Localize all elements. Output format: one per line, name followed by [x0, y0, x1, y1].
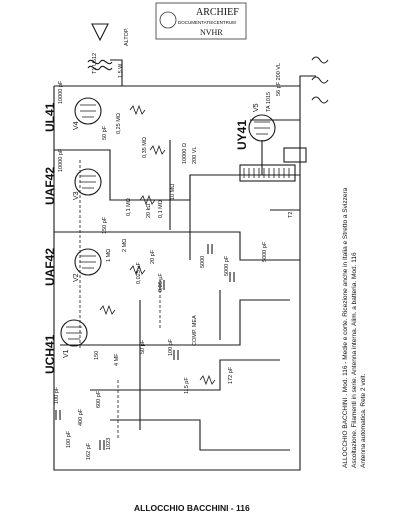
label-c150pf: 150 pF — [102, 216, 108, 234]
label-r2m: 2 MΩ — [122, 239, 128, 252]
tube-label-y41: UY41 — [235, 120, 249, 150]
stamp-subtitle: DOCUMENTATIECENTRUM — [178, 20, 236, 25]
tube-ref-v4: V4 — [73, 121, 80, 130]
label-c50pf2: 50 pF — [140, 339, 146, 354]
side-caption-line3: Antenna automatica. Rete 2 volt. — [360, 373, 367, 468]
label-altop: ALTOP. — [124, 27, 130, 46]
label-c10000r: 10000 Ω — [182, 143, 188, 164]
stamp-title: ARCHIEF — [196, 7, 239, 18]
label-v172: 172 pF — [228, 366, 234, 384]
label-c600pf: 600 pF — [96, 390, 102, 408]
tube-label-af42b: UAF42 — [43, 167, 57, 205]
tube-label-ch41: UCH41 — [43, 334, 57, 374]
wiring — [53, 59, 316, 471]
tube-label-l41: UL41 — [43, 102, 57, 132]
stamp-org: NVHR — [200, 28, 223, 37]
tube-ref-v1: V1 — [63, 349, 70, 358]
tube-v5 — [248, 114, 276, 142]
tube-v2 — [74, 248, 102, 276]
label-c5000a: 5000 pF — [224, 255, 230, 276]
label-r10m: 10 MΩ — [170, 184, 176, 200]
capacitors — [55, 244, 235, 450]
label-c10000-mid: 10000 pF — [58, 148, 64, 172]
label-r20k: 20 kΩ — [146, 203, 152, 218]
archive-stamp: ARCHIEF DOCUMENTATIECENTRUM NVHR — [155, 2, 247, 40]
label-r1m: 1 MΩ — [106, 249, 112, 262]
power-transformer-t2 — [239, 147, 307, 182]
label-v200a: 200 VL — [192, 147, 198, 164]
label-c100pf-c: 100 pF — [168, 338, 174, 356]
output-transformer-t1 — [87, 23, 113, 71]
label-t2: T2 — [288, 212, 294, 218]
footer-caption: ALLOCCHIO BACCHINI - 116 — [134, 503, 250, 513]
label-r150: 150 — [94, 351, 100, 360]
label-r4mf: 4 MF — [114, 353, 120, 366]
tube-ref-v2: V2 — [73, 273, 80, 282]
label-c100pf-a: 100 pF — [54, 386, 60, 404]
mains-symbols — [311, 56, 329, 104]
label-ta: TA 1015 — [266, 92, 272, 112]
label-c5000b: 5000 pF — [262, 241, 268, 262]
tube-v1 — [60, 319, 88, 347]
label-r035: 0,35 MΩ — [142, 137, 148, 158]
side-caption: ALLOCCHIO BACCHINI . Mod. 116 - Medie e … — [342, 187, 367, 468]
component-labels: T1 U512 ALTOP. 10000 pF 1,5 W 10000 pF 5… — [54, 27, 294, 460]
label-r025: 0,25 MΩ — [116, 113, 122, 134]
label-c1023: 1023 — [106, 438, 112, 450]
label-w15: 1,5 W — [118, 63, 124, 78]
label-c5000-top: 5000 — [200, 256, 206, 268]
label-r01b: 0,1 MΩ — [158, 200, 164, 218]
label-c50pf: 50 pF — [102, 125, 108, 140]
tube-v4 — [74, 97, 102, 125]
label-c115: 115 pF — [184, 377, 190, 394]
side-caption-line1: ALLOCCHIO BACCHINI . Mod. 116 - Medie e … — [342, 187, 349, 468]
label-c100pf-b: 100 pF — [66, 430, 72, 448]
label-c005: 0,05 µF — [158, 273, 164, 292]
tube-v3 — [74, 168, 102, 196]
label-r01a: 0,1 MΩ — [126, 198, 132, 216]
label-v56: 56 pF 200 VL — [276, 63, 282, 96]
label-comp-mea: COMP. MEA — [192, 315, 198, 346]
side-caption-line2: Ascoltazione. Filamenti in serie. Antenn… — [351, 252, 358, 468]
label-c162: 162 pF — [86, 442, 92, 460]
label-c0025: 0,025 µF — [136, 262, 142, 284]
resistors — [99, 104, 216, 386]
tube-label-af42a: UAF42 — [43, 248, 57, 286]
label-c10000-top: 10000 pF — [58, 80, 64, 104]
tube-ref-v5: V5 — [253, 103, 260, 112]
tube-ref-v3: V3 — [73, 191, 80, 200]
label-c20pf: 20 pF — [150, 249, 156, 264]
label-t1: T1 U512 — [92, 53, 98, 74]
label-c400pf: 400 pF — [78, 408, 84, 426]
